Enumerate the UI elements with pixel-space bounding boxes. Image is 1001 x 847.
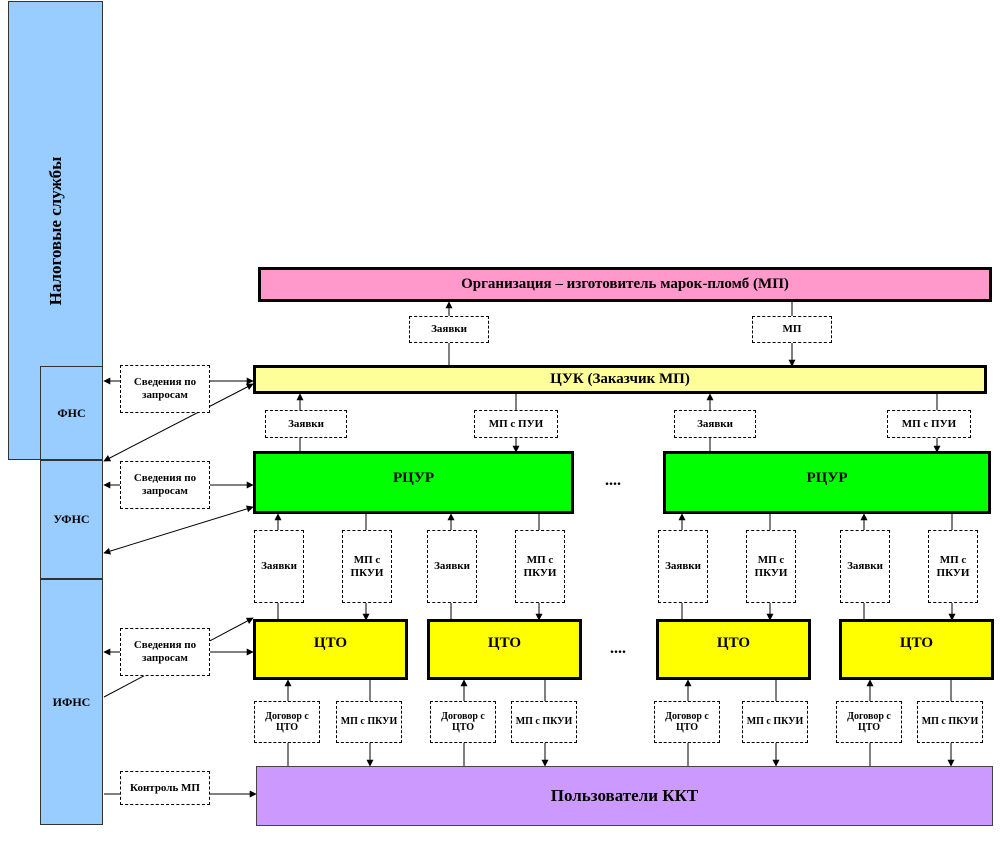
ifns-panel: ИФНС [40,579,103,825]
flow-mp-pui: МП с ПУИ [474,410,558,438]
flow-mp-pui: МП с ПУИ [887,410,971,438]
note-ifns-info: Сведения по запросам [120,628,210,676]
flow-mp-pkui: МП с ПКУИ [742,701,808,743]
org-manufacturer-box: Организация – изготовитель марок-пломб (… [258,267,992,302]
ufns-label: УФНС [53,512,90,526]
rcur-label: РЦУР [806,470,848,486]
flow-mp-pkui: МП с ПКУИ [928,530,978,603]
flow-contract: Договор с ЦТО [836,701,902,743]
cuk-box: ЦУК (Заказчик МП) [253,365,987,394]
cto-box-3: ЦТО [656,619,811,680]
org-manufacturer-label: Организация – изготовитель марок-пломб (… [461,276,789,292]
flow-contract: Договор с ЦТО [654,701,720,743]
flow-mp-pkui: МП с ПКУИ [511,701,577,743]
note-mp-control: Контроль МП [120,771,210,805]
flow-requests: Заявки [265,410,347,438]
flow-requests: Заявки [254,530,304,603]
cto-box-2: ЦТО [427,619,582,680]
flow-requests: Заявки [427,530,477,603]
cto-box-1: ЦТО [253,619,408,680]
flow-contract: Договор с ЦТО [254,701,320,743]
cto-ellipsis: .... [610,640,626,657]
rcur-label: РЦУР [392,470,434,486]
ufns-panel: УФНС [40,460,103,579]
ifns-label: ИФНС [52,694,91,709]
fns-panel: ФНС [40,366,103,460]
kkt-users-label: Пользователи ККТ [550,786,699,805]
flow-mp-pkui: МП с ПКУИ [336,701,402,743]
flow-requests: Заявки [409,316,489,343]
flow-requests: Заявки [840,530,890,603]
flow-mp-pkui: МП с ПКУИ [917,701,983,743]
rcur-ellipsis: .... [605,472,621,489]
flow-contract: Договор с ЦТО [430,701,496,743]
cuk-label: ЦУК (Заказчик МП) [550,371,690,387]
flow-mp: МП [752,316,832,343]
flow-mp-pkui: МП с ПКУИ [515,530,565,603]
flow-mp-pkui: МП с ПКУИ [342,530,392,603]
flow-mp-pkui: МП с ПКУИ [746,530,796,603]
fns-label: ФНС [57,405,86,420]
kkt-users-box: Пользователи ККТ [256,766,993,826]
flow-requests: Заявки [674,410,756,438]
note-fns-info: Сведения по запросам [120,365,210,413]
cto-box-4: ЦТО [839,619,994,680]
tax-services-label: Налоговые службы [45,156,65,305]
note-ufns-info: Сведения по запросам [120,461,210,509]
rcur-box-right: РЦУР [663,451,991,514]
rcur-box-left: РЦУР [253,451,574,514]
flow-requests: Заявки [658,530,708,603]
